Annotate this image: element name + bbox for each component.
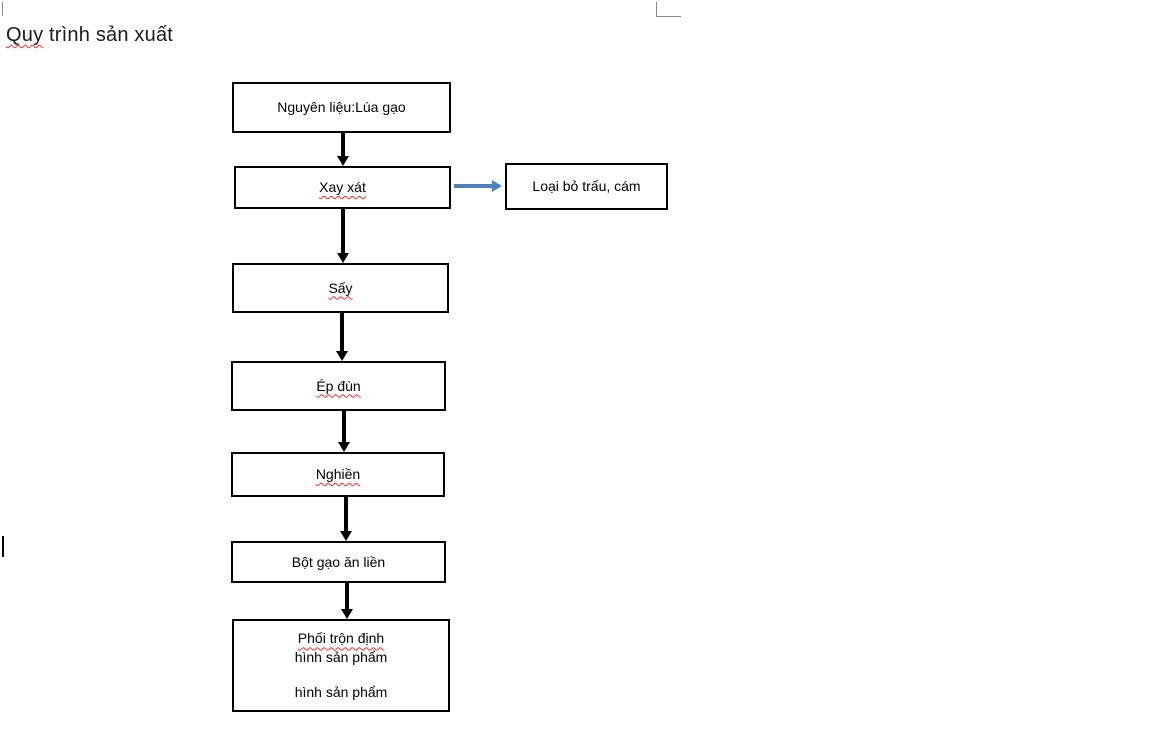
arrow-down-4[interactable] [338, 411, 350, 452]
flow-box-label: Nguyên liệu:Lúa gạo [277, 99, 406, 116]
arrow-right-side[interactable] [454, 180, 502, 192]
flow-box-label-line1: Phối trộn định [297, 630, 385, 647]
flow-box-label: Nghiền [315, 466, 361, 483]
arrow-down-2[interactable] [337, 209, 349, 263]
page-margin-mark-right [656, 2, 681, 17]
flow-box-nguyen-lieu[interactable]: Nguyên liệu:Lúa gạo [232, 82, 451, 133]
flow-box-say[interactable]: Sấy [232, 263, 449, 313]
flow-box-label: Xay xát [319, 179, 366, 196]
flow-box-xay-xat[interactable]: Xay xát [234, 166, 451, 209]
flow-box-label-line2: hình sản phẩm [294, 649, 388, 666]
flow-box-label: Bột gạo ăn liền [291, 553, 386, 570]
title-rest: trình sản xuất [43, 24, 174, 46]
arrow-down-3[interactable] [336, 313, 348, 361]
flow-box-label: Ép đùn [316, 377, 361, 394]
page-title: Quy trình sản xuất [6, 24, 173, 47]
flow-box-ep-dun[interactable]: Ép đùn [231, 361, 446, 411]
flow-box-label: Loại bỏ trấu, cám [532, 178, 641, 195]
flow-box-nghien[interactable]: Nghiền [231, 452, 445, 497]
title-misspelled-word: Quy [6, 24, 44, 46]
arrow-down-5[interactable] [340, 497, 352, 541]
page-margin-mark-left [0, 2, 3, 16]
arrow-down-6[interactable] [341, 583, 353, 619]
flow-box-bot-gao-an-lien[interactable]: Bột gạo ăn liền [231, 541, 446, 583]
flow-box-label-line3: hình sản phẩm [294, 683, 388, 700]
arrow-down-1[interactable] [337, 133, 349, 166]
flow-box-loai-bo-trau-cam[interactable]: Loại bỏ trấu, cám [505, 163, 668, 210]
flow-box-label: Sấy [328, 279, 353, 296]
text-cursor [2, 536, 4, 557]
flow-box-phoi-tron[interactable]: Phối trộn định hình sản phẩm hình sản ph… [232, 619, 450, 712]
